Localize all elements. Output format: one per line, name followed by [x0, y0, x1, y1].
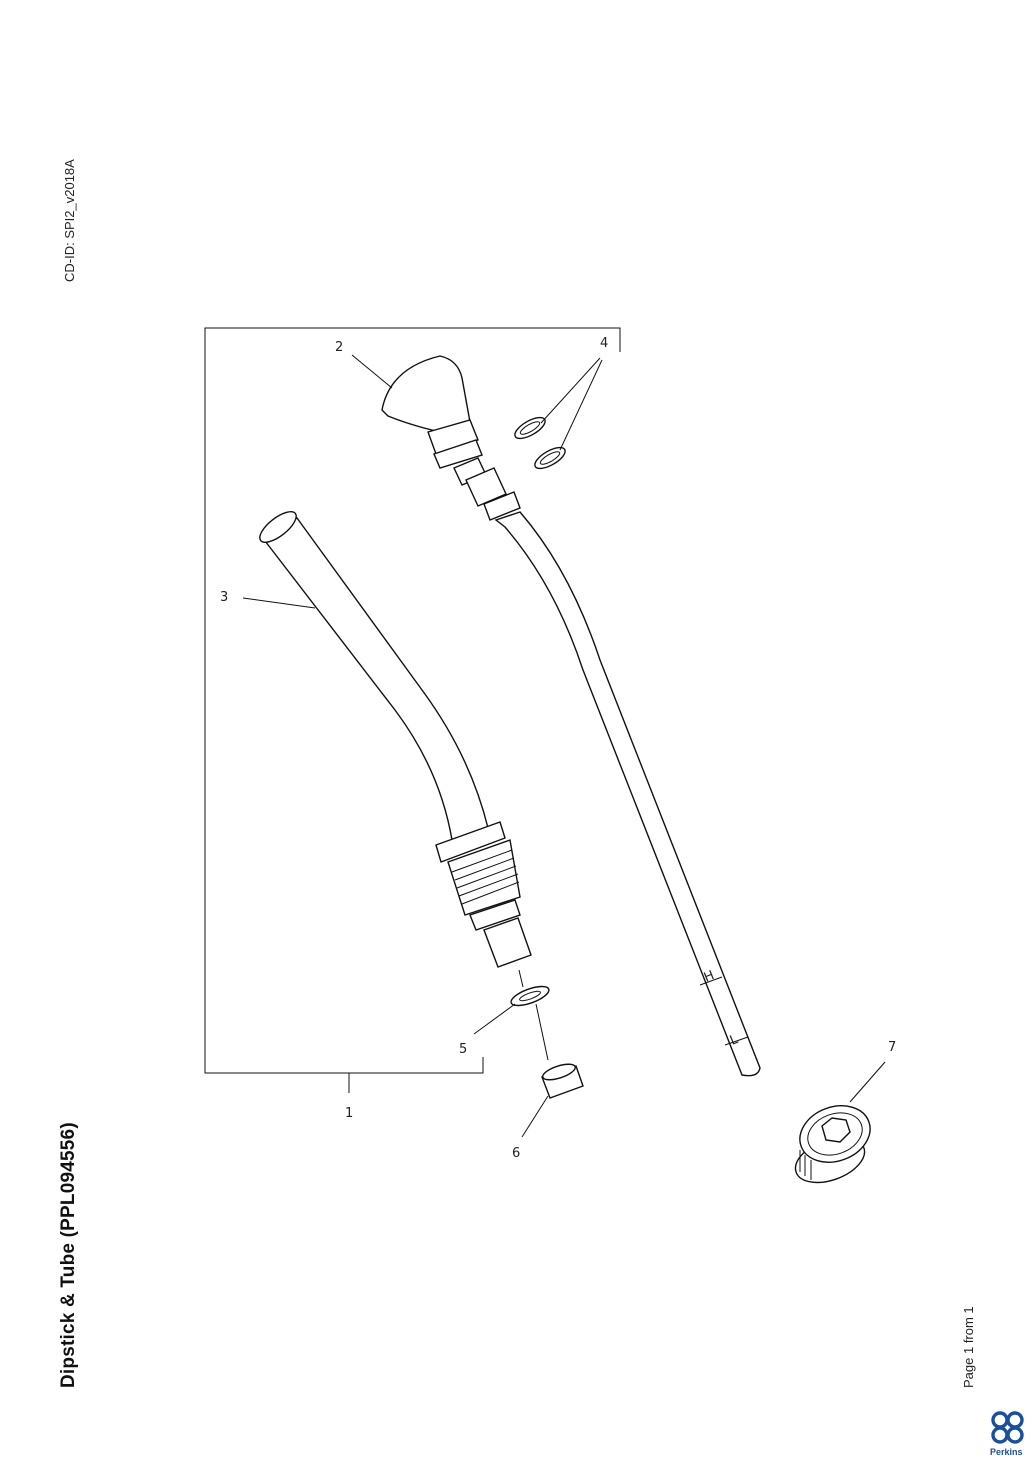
brand-name: Perkins [990, 1447, 1023, 1457]
cap-part [541, 1063, 584, 1099]
callout-2: 2 [335, 340, 343, 355]
leader-6 [521, 1095, 549, 1138]
leader-4a [540, 357, 601, 424]
plug-part [794, 1105, 871, 1184]
leader-2 [351, 354, 393, 389]
callout-5: 5 [459, 1042, 467, 1057]
leader-5 [473, 1003, 516, 1035]
tube-part [259, 511, 532, 968]
washer-part [510, 969, 550, 1061]
leader-4b [559, 359, 603, 451]
leader-3 [242, 597, 316, 609]
callout-4: 4 [600, 336, 608, 351]
callout-1: 1 [345, 1106, 353, 1121]
dipstick-part: H L [381, 355, 761, 1077]
o-rings-part [514, 416, 566, 470]
callout-3: 3 [220, 590, 228, 605]
assembly-bracket [204, 327, 621, 1074]
leader-7 [849, 1061, 886, 1103]
perkins-logo-icon [991, 1411, 1024, 1444]
callout-6: 6 [512, 1146, 520, 1161]
callout-7: 7 [888, 1040, 896, 1055]
